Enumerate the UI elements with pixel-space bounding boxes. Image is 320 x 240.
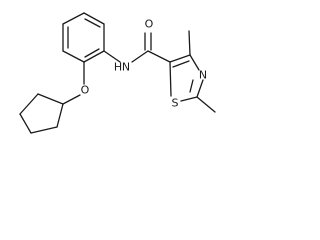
- amide-hydrogen-label: H: [114, 61, 122, 74]
- nitrogen-carbonyl-bond: [131, 50, 149, 63]
- molecule-drawing: O N H O N S: [19, 12, 216, 134]
- methyl-bond-bottom: [196, 96, 216, 113]
- ether-oxygen-label: O: [81, 84, 90, 97]
- benzene-ring: [62, 12, 105, 63]
- carbonyl-thiazole-bond: [147, 50, 171, 63]
- structure-diagram: O N H O N S: [0, 0, 234, 154]
- aryl-nitrogen-bond: [103, 50, 121, 63]
- ring-sulfur-label: S: [172, 97, 179, 110]
- methyl-bond-top: [188, 30, 191, 56]
- amide-nitrogen-label: N: [122, 61, 130, 74]
- ring-nitrogen-label: N: [199, 69, 207, 82]
- cyclopentane-ring: [19, 93, 64, 134]
- ether-alkyl-bond: [62, 94, 81, 105]
- thiazole-ring: [169, 54, 204, 102]
- amide-oxygen-label: O: [145, 18, 154, 31]
